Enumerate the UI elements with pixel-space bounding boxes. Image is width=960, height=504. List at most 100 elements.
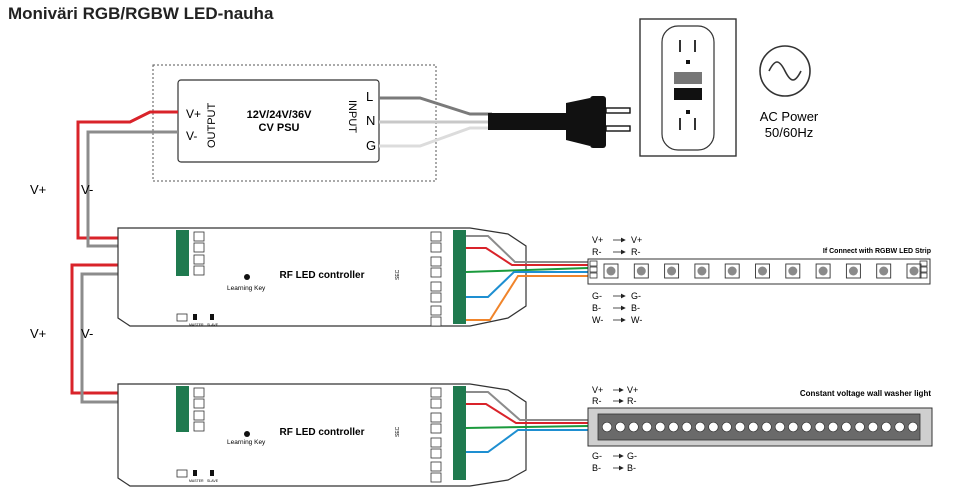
controller1-master-label: MASTER — [189, 323, 204, 327]
plug-icon — [566, 96, 631, 148]
wall-washer-led — [615, 421, 626, 433]
strip2-bottom-left-1: G- — [592, 451, 602, 461]
psu-n-label: N — [366, 113, 375, 128]
strip1-led-row — [603, 263, 922, 279]
wire-vplus-label-1: V+ — [30, 182, 46, 197]
wire-vplus-label-2: V+ — [30, 326, 46, 341]
strip1-top-right-2: R- — [631, 247, 641, 257]
wall-washer-led — [761, 421, 772, 433]
controller2-sec-label: SEC — [395, 426, 401, 437]
led-lens — [667, 266, 677, 276]
wall-washer-led — [814, 421, 825, 433]
wall-washer-led — [694, 421, 706, 433]
wall-washer-led — [655, 421, 666, 433]
strip2-top-left-1: V+ — [592, 385, 603, 395]
output-wires-1 — [465, 235, 589, 321]
wall-outlet-icon — [639, 18, 737, 157]
wall-washer-led — [854, 421, 865, 433]
led-lens — [909, 266, 919, 276]
strip1-bottom-right-3: W- — [631, 315, 642, 325]
psu-output-label: OUTPUT — [206, 103, 218, 149]
led-lens — [636, 266, 646, 276]
wall-washer-led — [721, 421, 732, 433]
learning-key-button[interactable] — [244, 274, 250, 280]
controller1-name: RF LED controller — [279, 270, 364, 281]
strip1-bottom-left-2: B- — [592, 303, 601, 313]
wall-washer-led — [641, 421, 653, 433]
wall-washer-led — [788, 421, 799, 433]
psu-vminus-label: V- — [186, 129, 197, 143]
wall-washer-led — [907, 421, 919, 433]
strip2-bottom-left-2: B- — [592, 463, 601, 473]
led-lens — [848, 266, 858, 276]
led-lens — [727, 266, 737, 276]
controller1-sec-label: SEC — [395, 269, 401, 280]
wall-washer-led — [734, 421, 746, 433]
strip1-top-right-1: V+ — [631, 235, 642, 245]
controller2-output-terminal — [453, 386, 466, 480]
controller-2: Learning Key RF LED controller SEC MASTE… — [117, 383, 527, 487]
psu-input-label: INPUT — [346, 100, 358, 133]
output-wires-2 — [465, 391, 589, 453]
rgbw-led-strip: If Connect with RGBW LED Strip V+ R- V+ … — [587, 235, 931, 325]
psu-vplus-label: V+ — [186, 107, 201, 121]
controller1-input-terminal — [176, 230, 189, 276]
led-lens — [879, 266, 889, 276]
controller2-slave-label: SLAVE — [207, 479, 219, 483]
wall-washer-led — [867, 421, 879, 433]
strip2-top-right-1: V+ — [627, 385, 638, 395]
psu-g-label: G — [366, 138, 376, 153]
led-lens — [788, 266, 798, 276]
controller-1: Learning Key RF LED controller SEC MASTE… — [117, 227, 527, 327]
ac-cable — [379, 96, 566, 148]
controller2-input-terminal — [176, 386, 189, 432]
wire-vminus-label-1: V- — [81, 182, 93, 197]
led-lens — [758, 266, 767, 276]
strip1-bottom-right-2: B- — [631, 303, 640, 313]
strip2-top-left-2: R- — [592, 396, 602, 406]
ac-frequency-label: 50/60Hz — [765, 125, 813, 140]
ac-power: AC Power 50/60Hz — [759, 45, 819, 140]
page-title: Moniväri RGB/RGBW LED-nauha — [8, 4, 274, 23]
wall-washer-led — [774, 421, 786, 433]
wall-washer-led — [681, 421, 692, 433]
learning-key-label: Learning Key — [227, 439, 266, 446]
controller1-slave-label: SLAVE — [207, 323, 219, 327]
led-lens — [697, 266, 707, 276]
psu-type-label: CV PSU — [259, 122, 300, 134]
psu-voltage-label: 12V/24V/36V — [247, 109, 312, 121]
strip1-top-left-1: V+ — [592, 235, 603, 245]
strip2-top-right-2: R- — [627, 396, 637, 406]
controller1-output-terminal — [453, 230, 466, 324]
strip2-bottom-right-1: G- — [627, 451, 637, 461]
wall-washer-led — [894, 421, 905, 433]
controller2-master-label: MASTER — [189, 479, 204, 483]
controller2-name: RF LED controller — [279, 427, 364, 438]
strip1-bottom-left-3: W- — [592, 315, 603, 325]
wall-washer-led — [708, 421, 719, 433]
wall-washer-light: Constant voltage wall washer light V+ R-… — [587, 385, 933, 473]
wire-vminus-label-2: V- — [81, 326, 93, 341]
wall-washer-led — [827, 421, 839, 433]
strip2-title: Constant voltage wall washer light — [800, 389, 931, 398]
wall-washer-led — [801, 421, 812, 433]
ac-sine-icon — [759, 45, 811, 97]
wall-washer-led — [628, 421, 639, 433]
strip2-bottom-right-2: B- — [627, 463, 636, 473]
learning-key-label: Learning Key — [227, 285, 266, 292]
wall-washer-led — [881, 421, 892, 433]
wall-washer-led — [748, 421, 759, 433]
ac-power-label: AC Power — [760, 109, 819, 124]
led-lens — [818, 266, 828, 276]
strip1-bottom-left-1: G- — [592, 291, 602, 301]
learning-key-button[interactable] — [244, 431, 250, 437]
strip2-led-row — [601, 421, 919, 433]
strip1-title: If Connect with RGBW LED Strip — [823, 248, 931, 255]
wall-washer-led — [668, 421, 679, 433]
strip1-top-left-2: R- — [592, 247, 602, 257]
led-lens — [606, 266, 616, 276]
wall-washer-led — [841, 421, 852, 433]
wall-washer-led — [601, 421, 613, 433]
psu-l-label: L — [366, 89, 373, 104]
